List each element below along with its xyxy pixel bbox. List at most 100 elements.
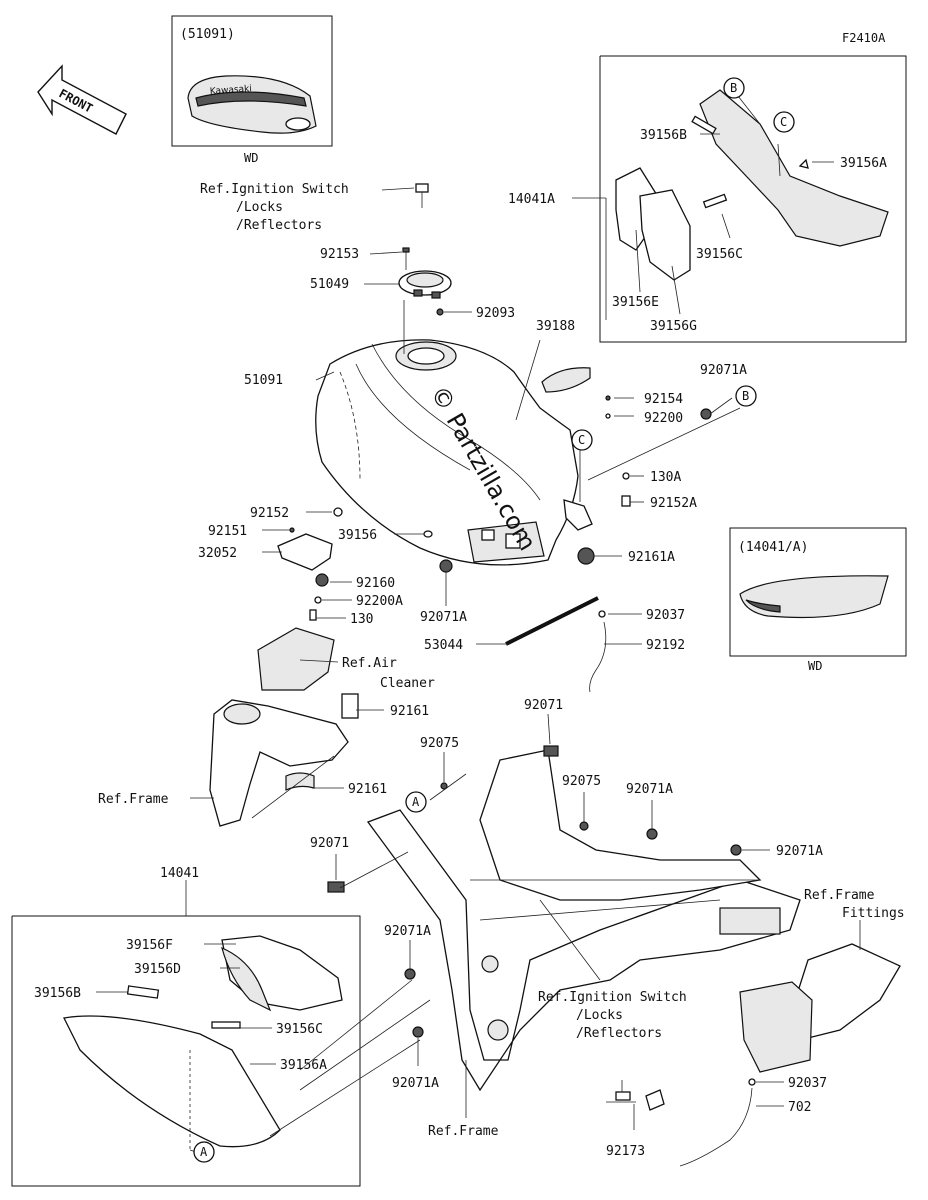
label-ref-frame-2: Ref.Frame xyxy=(428,1124,499,1139)
label-53044: 53044 xyxy=(424,638,463,653)
callout-a-mid: A xyxy=(405,791,427,813)
label-92192: 92192 xyxy=(646,638,685,653)
label-39156a-top: 39156A xyxy=(840,156,887,171)
callout-c-top: C xyxy=(773,111,795,133)
label-ref-locks-2: /Locks xyxy=(576,1008,623,1023)
label-92161a: 92161A xyxy=(628,550,675,565)
label-92154: 92154 xyxy=(644,392,683,407)
label-39156a-bot: 39156A xyxy=(280,1058,327,1073)
inset-brand-text: Kawasaki xyxy=(210,84,253,97)
bolt-top xyxy=(415,183,429,208)
label-92071a-2: 92071A xyxy=(420,610,467,625)
label-ref-reflectors-1: /Reflectors xyxy=(236,218,322,233)
label-92071-2: 92071 xyxy=(310,836,349,851)
label-ref-reflectors-2: /Reflectors xyxy=(576,1026,662,1041)
label-ref-frame-fittings-2: Fittings xyxy=(842,906,905,921)
svg-text:C: C xyxy=(780,115,787,129)
leader-lines xyxy=(96,95,861,1153)
side-cover-parts xyxy=(63,935,343,1150)
label-92071a-6: 92071A xyxy=(392,1076,439,1091)
cover-parts-top xyxy=(615,89,889,281)
inset-cover-variant: (14041/A) WD xyxy=(729,527,907,673)
callout-c-mid: C xyxy=(571,429,593,451)
svg-text:A: A xyxy=(412,795,420,809)
pad-39188 xyxy=(541,367,591,393)
callout-b-top: B xyxy=(723,77,745,99)
label-14041: 14041 xyxy=(160,866,199,881)
front-arrow-icon: FRONT xyxy=(37,64,127,135)
label-92071-1: 92071 xyxy=(524,698,563,713)
label-ref-ignition-2: Ref.Ignition Switch xyxy=(538,990,687,1005)
label-702: 702 xyxy=(788,1100,811,1115)
cover-assembly-box xyxy=(599,55,907,343)
label-130: 130 xyxy=(350,612,373,627)
hose-702 xyxy=(679,1087,753,1167)
frame-front-ref xyxy=(209,693,359,827)
side-cover-box xyxy=(11,915,361,1187)
inset-tank-code: (51091) xyxy=(180,27,235,42)
main-frame xyxy=(366,749,801,1092)
label-51049: 51049 xyxy=(310,277,349,292)
ignition-ref-bottom xyxy=(606,1089,665,1111)
label-51091: 51091 xyxy=(244,373,283,388)
label-92153: 92153 xyxy=(320,247,359,262)
label-39156d: 39156D xyxy=(134,962,181,977)
label-130a: 130A xyxy=(650,470,681,485)
callout-b-mid: B xyxy=(735,385,757,407)
front-bracket xyxy=(277,507,453,621)
label-92071a-1: 92071A xyxy=(700,363,747,378)
label-92071a-5: 92071A xyxy=(384,924,431,939)
label-92037-1: 92037 xyxy=(646,608,685,623)
label-92173: 92173 xyxy=(606,1144,645,1159)
label-92152: 92152 xyxy=(250,506,289,521)
label-39156: 39156 xyxy=(338,528,377,543)
label-39156c-top: 39156C xyxy=(696,247,743,262)
label-92093: 92093 xyxy=(476,306,515,321)
label-92152a: 92152A xyxy=(650,496,697,511)
bolt-92153 xyxy=(402,247,410,270)
label-92151: 92151 xyxy=(208,524,247,539)
label-92075-1: 92075 xyxy=(420,736,459,751)
rear-bracket xyxy=(563,395,712,565)
label-92200a: 92200A xyxy=(356,594,403,609)
callout-a-bottom: A xyxy=(193,1141,215,1163)
rod-53044 xyxy=(505,596,599,646)
label-39156f: 39156F xyxy=(126,938,173,953)
air-cleaner-ref xyxy=(257,627,335,691)
label-92071a-4: 92071A xyxy=(776,844,823,859)
fuel-tank xyxy=(315,339,579,566)
label-92160: 92160 xyxy=(356,576,395,591)
label-39156c-bot: 39156C xyxy=(276,1022,323,1037)
svg-text:C: C xyxy=(578,433,585,447)
label-ref-frame-fittings-1: Ref.Frame xyxy=(804,888,875,903)
svg-text:A: A xyxy=(200,1145,208,1159)
hose-92192 xyxy=(589,621,607,693)
label-ref-ignition-1: Ref.Ignition Switch xyxy=(200,182,349,197)
washer-92093 xyxy=(436,308,444,316)
label-39156e: 39156E xyxy=(612,295,659,310)
inset-tank-note: WD xyxy=(244,151,258,165)
frame-fittings-ref xyxy=(739,943,901,1073)
label-39188: 39188 xyxy=(536,319,575,334)
svg-text:B: B xyxy=(742,389,749,403)
label-39156b-top: 39156B xyxy=(640,128,687,143)
inset-tank-variant: (51091) Kawasaki WD xyxy=(171,15,333,165)
label-92200: 92200 xyxy=(644,411,683,426)
part-labels: Ref.Ignition Switch /Locks /Reflectors 9… xyxy=(34,128,905,1159)
inset-cover-code: (14041/A) xyxy=(738,540,808,555)
label-32052: 32052 xyxy=(198,546,237,561)
label-92071a-3: 92071A xyxy=(626,782,673,797)
label-ref-air: Ref.Air xyxy=(342,656,397,671)
svg-text:B: B xyxy=(730,81,737,95)
label-92075-2: 92075 xyxy=(562,774,601,789)
label-92161-1: 92161 xyxy=(390,704,429,719)
frame-grommets xyxy=(327,745,742,1038)
label-ref-frame-1: Ref.Frame xyxy=(98,792,169,807)
inset-cover-note: WD xyxy=(808,659,822,673)
fuel-cap xyxy=(398,270,452,299)
label-92037-2: 92037 xyxy=(788,1076,827,1091)
label-ref-locks-1: /Locks xyxy=(236,200,283,215)
figure-code: F2410A xyxy=(842,31,886,45)
label-92161-2: 92161 xyxy=(348,782,387,797)
